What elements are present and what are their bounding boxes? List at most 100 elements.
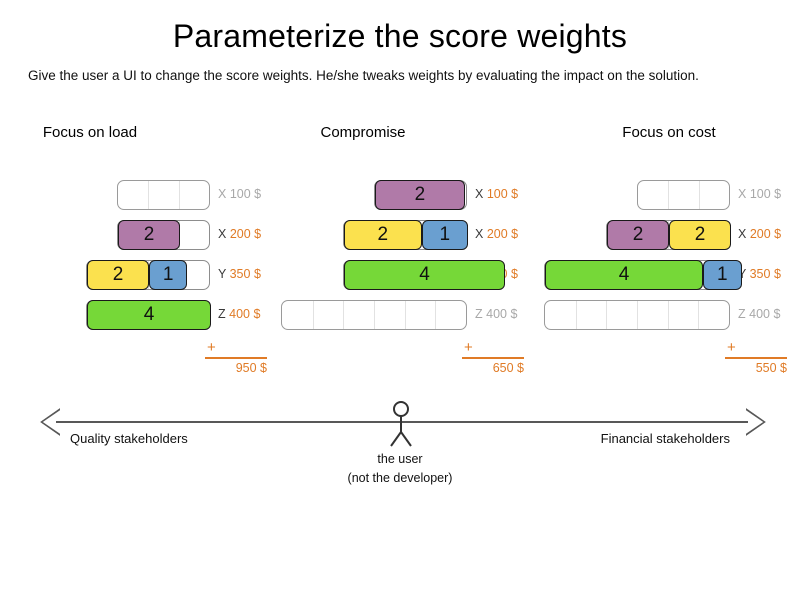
user-caption: the user (not the developer) [300,450,500,488]
weight-row-label: X 100 $ [218,187,261,201]
total-rule [205,357,267,359]
weight-slider-track[interactable] [281,300,467,330]
track-cell [148,181,178,209]
weight-slider-track[interactable]: 2 [117,220,210,250]
track-cell [668,181,698,209]
weight-block[interactable]: 2 [607,220,669,250]
row-axis-letter: X [475,187,484,201]
track-cell [312,301,344,329]
track-cell [343,301,374,329]
row-cost-value: 100 $ [749,187,782,201]
row-cost-value: 100 $ [486,187,519,201]
weight-block[interactable]: 4 [87,300,211,330]
scenario-title: Focus on cost [622,124,716,141]
weight-slider-track[interactable]: 4 [343,260,506,290]
weight-row-label: Z 400 $ [475,307,517,321]
weight-block[interactable]: 2 [87,260,149,290]
arrow-right-icon [746,408,766,436]
weight-row-label: Z 400 $ [738,307,780,321]
weight-slider-track[interactable] [117,180,210,210]
total-rule [725,357,787,359]
stakeholder-axis: Quality stakeholders Financial stakehold… [0,398,800,518]
user-caption-line-1: the user [377,452,423,466]
track-cell [178,221,209,249]
row-cost-value: 350 $ [749,267,781,281]
plus-icon: + [464,339,473,356]
weight-block[interactable]: 2 [375,180,465,210]
page-subtitle: Give the user a UI to change the score w… [28,68,699,83]
weight-block[interactable]: 1 [421,220,468,250]
row-axis-letter: X [738,227,747,241]
track-cell [118,181,148,209]
track-cell [374,301,405,329]
weight-block[interactable]: 4 [545,260,704,290]
track-cell [637,301,668,329]
row-axis-letter: Y [218,267,227,281]
total-value: 650 $ [492,361,524,375]
row-axis-letter: Z [475,307,483,321]
axis-label-left: Quality stakeholders [70,431,188,446]
weight-block[interactable]: 2 [669,220,731,250]
weight-slider-track[interactable]: 4 [86,300,211,330]
weight-row-label: X 200 $ [475,227,518,241]
track-cell [545,301,576,329]
row-cost-value: 200 $ [749,227,782,241]
track-guide-cells [118,181,209,209]
weight-row-label: Y 350 $ [738,267,781,281]
track-guide-cells [638,181,729,209]
weight-block[interactable]: 4 [344,260,506,290]
weight-row: X 100 $ [0,175,290,215]
scenario-total: +650 $ [462,339,524,375]
weight-block[interactable]: 1 [149,260,188,290]
track-cell [638,181,668,209]
plus-icon: + [727,339,736,356]
weight-block[interactable]: 2 [344,220,422,250]
weight-block-stack: 2 [118,220,180,250]
weight-block[interactable]: 2 [118,220,180,250]
track-guide-cells [282,301,466,329]
weight-row-label: X 100 $ [738,187,781,201]
track-cell [282,301,313,329]
user-caption-line-2: (not the developer) [347,471,453,485]
weight-row: 4Y 350 $ [258,255,548,295]
track-cell [575,301,607,329]
weight-row-list: 2X 100 $21X 200 $4Y 350 $Z 400 $ [258,175,548,335]
weight-row: X 100 $ [518,175,800,215]
scenario-title: Focus on load [42,124,138,141]
weight-slider-track[interactable] [544,300,730,330]
scenario-total: +950 $ [205,339,267,375]
row-axis-letter: X [738,187,747,201]
scenario-title: Compromise [320,124,406,141]
track-cell [667,301,699,329]
track-cell [435,301,466,329]
row-axis-letter: Y [738,267,747,281]
track-cell [404,301,436,329]
weight-row: Z 400 $ [518,295,800,335]
row-axis-letter: Z [218,307,226,321]
weight-block[interactable]: 1 [703,260,742,290]
plus-icon: + [207,339,216,356]
weight-row-label: X 100 $ [475,187,518,201]
row-axis-letter: X [218,227,227,241]
weight-slider-track[interactable] [637,180,730,210]
weight-block-stack: 4 [87,300,211,330]
weight-block-stack: 4 [344,260,506,290]
row-cost-value: 400 $ [749,307,781,321]
total-value: 550 $ [755,361,787,375]
weight-slider-track[interactable]: 2 [374,180,467,210]
